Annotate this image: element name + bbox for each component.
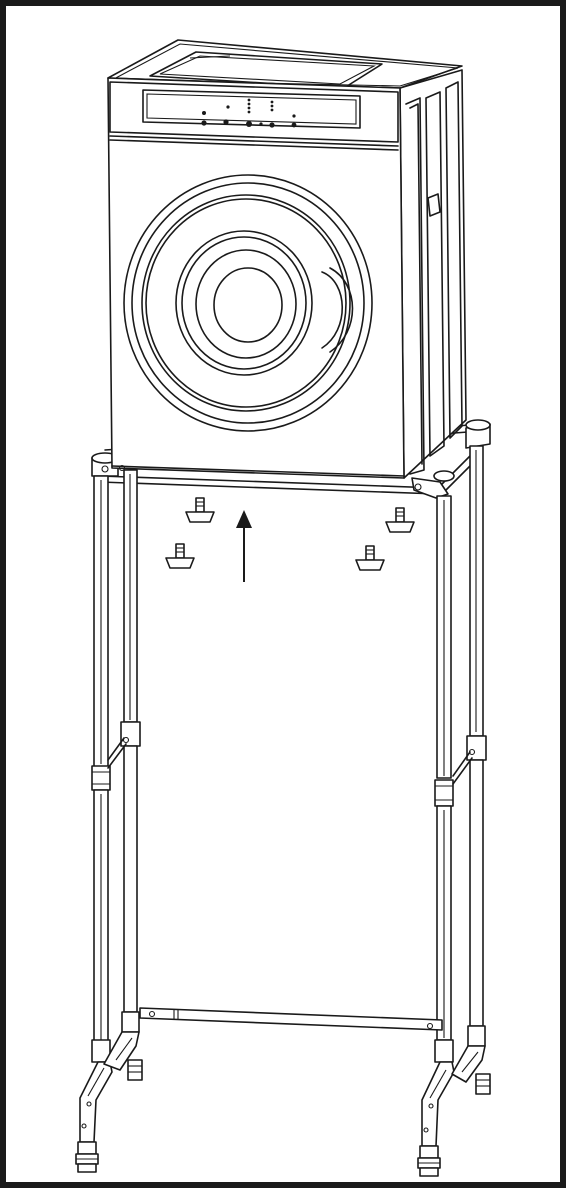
leveling-foot-2 (165, 543, 195, 569)
foot-right (417, 1045, 486, 1177)
foot-left (75, 1031, 140, 1173)
washer-stand (75, 419, 491, 1177)
leg-back-left (120, 469, 143, 1081)
leveling-foot-4 (355, 545, 385, 571)
washer-door (123, 174, 373, 432)
control-panel (109, 81, 399, 151)
washing-machine (107, 39, 467, 479)
corner-cap-front-right (411, 470, 455, 499)
leg-front-right (434, 495, 454, 1063)
bottom-rail (139, 1007, 443, 1031)
leveling-foot-1 (185, 497, 215, 523)
leveling-foot-3 (385, 507, 415, 533)
corner-cap-back-right (465, 419, 491, 449)
up-arrow-icon (236, 510, 252, 582)
leg-back-right (466, 445, 491, 1095)
leg-front-left (91, 475, 111, 1063)
